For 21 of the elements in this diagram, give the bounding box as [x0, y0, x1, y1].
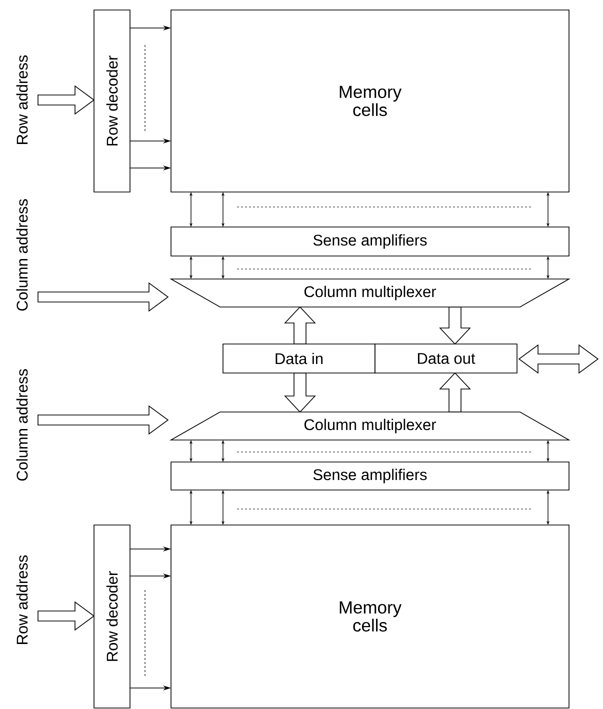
block-arrow — [38, 85, 95, 115]
decoder-box: Row decoder — [94, 524, 130, 708]
decoder-box: Row decoder — [94, 10, 130, 192]
block-arrow — [284, 372, 316, 413]
block-arrow — [439, 306, 471, 345]
block-arrow — [518, 344, 599, 374]
block-arrow — [284, 306, 316, 344]
amplifier-box: Sense amplifiers — [170, 462, 570, 490]
data-box: Data out — [374, 344, 518, 374]
address-label: Row address — [16, 555, 28, 644]
address-label: Column address — [16, 369, 28, 481]
address-label: Row address — [16, 55, 28, 144]
memory-array-box: Memory cells — [170, 524, 570, 708]
data-box: Data in — [222, 344, 376, 374]
amplifier-box: Sense amplifiers — [170, 226, 570, 256]
block-arrow — [38, 601, 95, 631]
block-arrow — [38, 282, 169, 312]
block-arrow — [439, 372, 471, 412]
memory-array-box: Memory cells — [170, 10, 570, 192]
address-label: Column address — [16, 199, 28, 311]
block-arrow — [38, 405, 169, 435]
